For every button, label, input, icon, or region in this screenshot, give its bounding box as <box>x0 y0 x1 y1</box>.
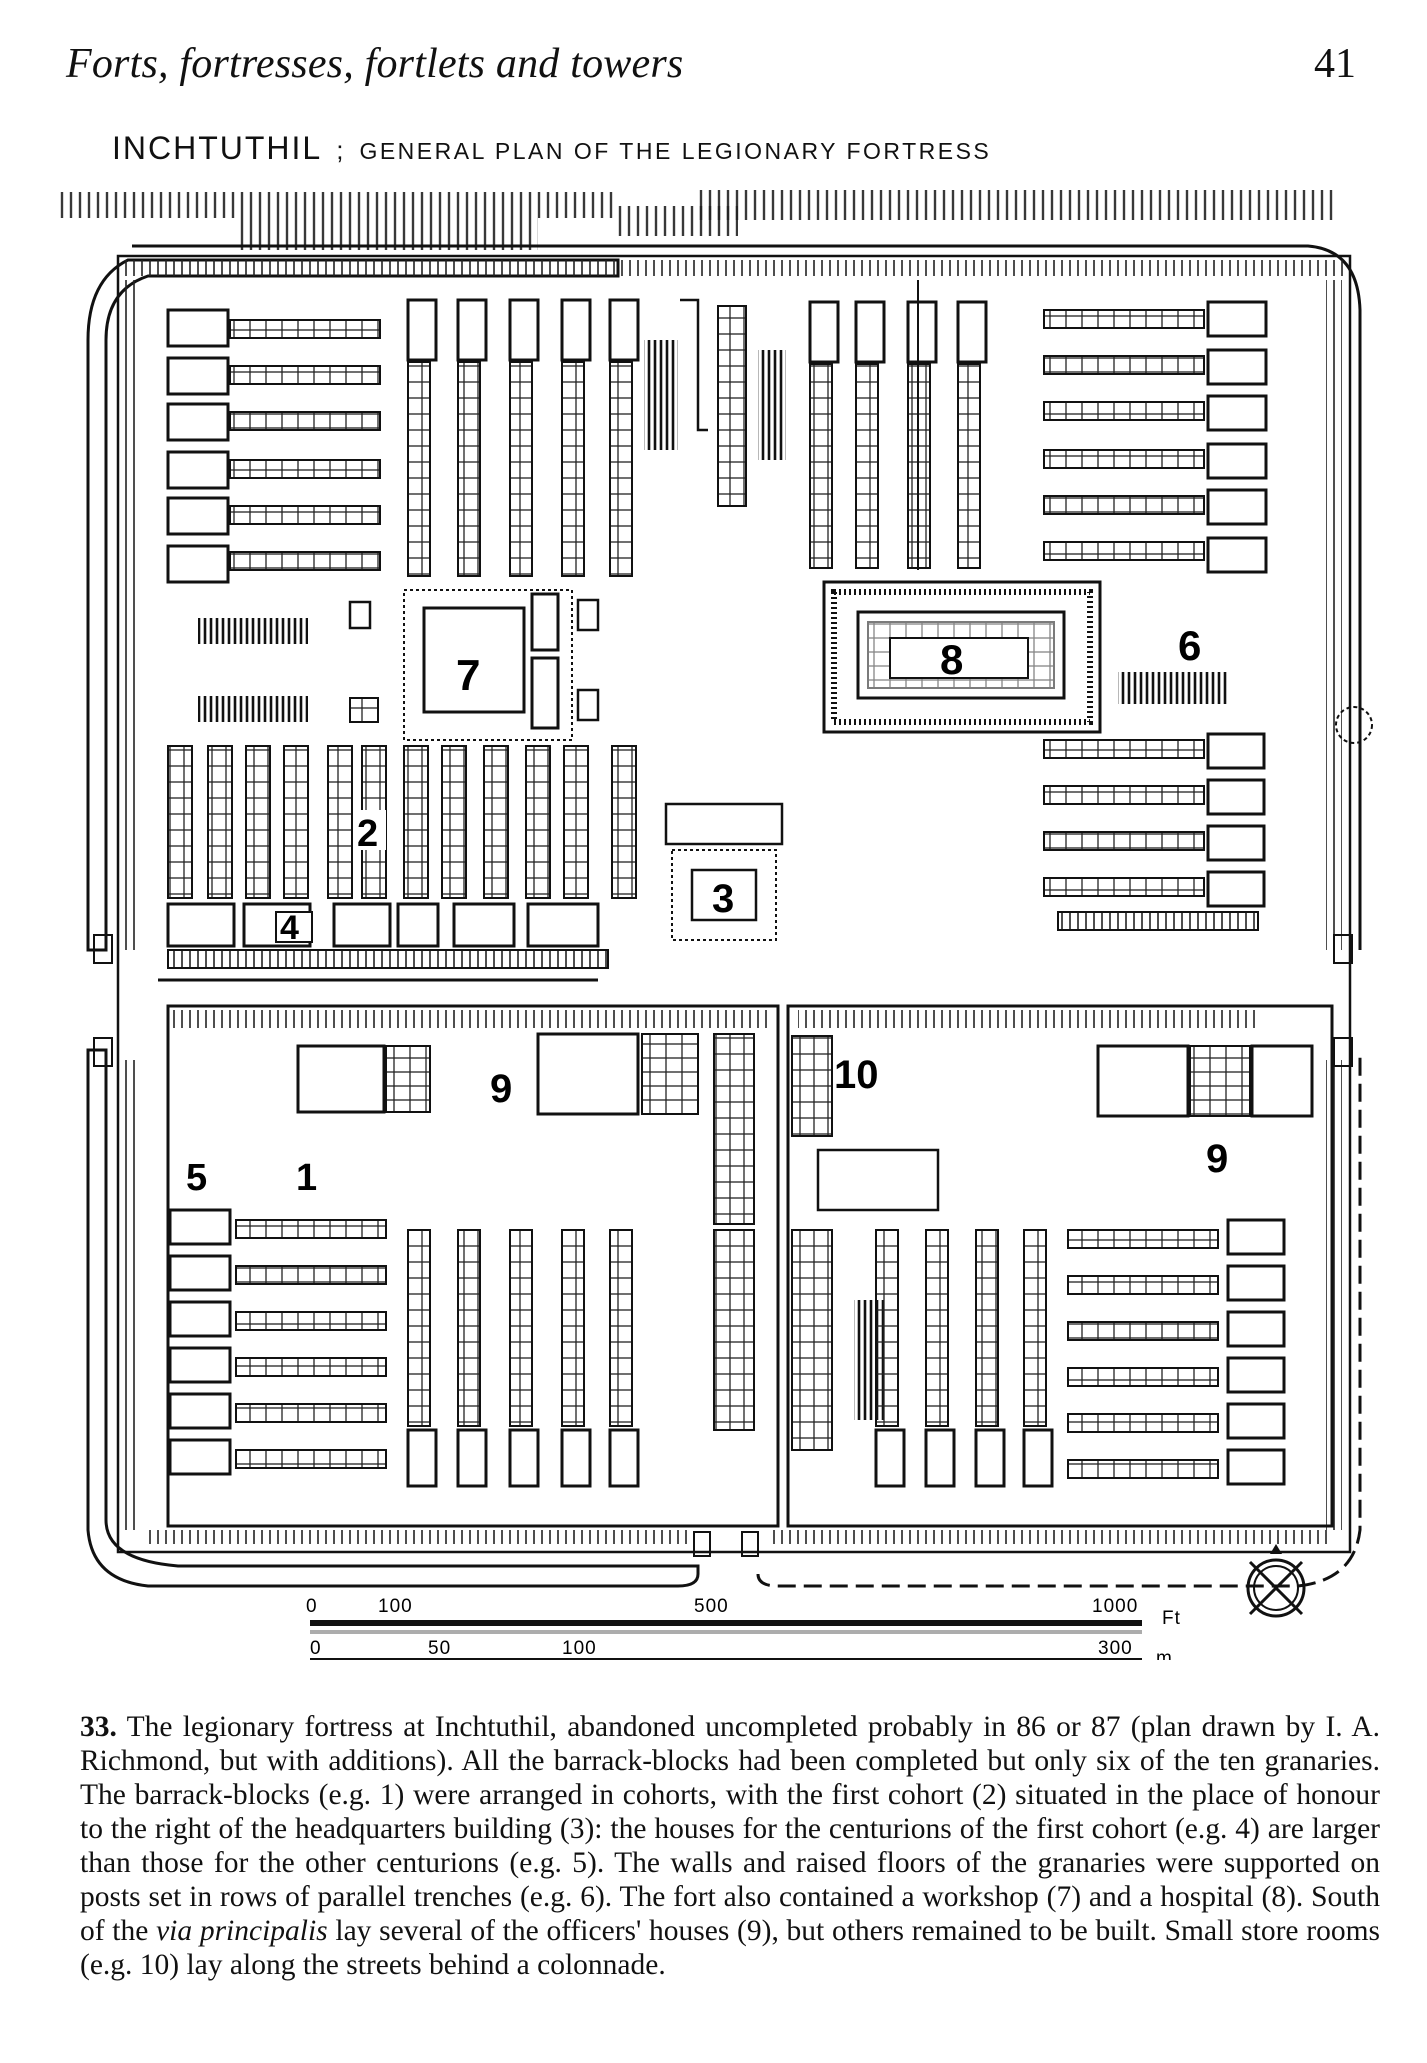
southeast-quarter: 10 9 <box>786 1004 1334 1528</box>
caption-text-2: lay several of the officers' houses (9),… <box>80 1914 1380 1981</box>
label-officers-house-east: 9 <box>1206 1137 1228 1181</box>
caption-text-1: The legionary fortress at Inchtuthil, ab… <box>80 1710 1380 1947</box>
scale-feet-0: 0 <box>306 1596 318 1617</box>
defence-rampart <box>58 190 1373 1588</box>
barracks-east-central <box>1043 732 1266 931</box>
scale-feet-1000: 1000 <box>1092 1596 1138 1617</box>
figure-caption: 33. The legionary fortress at Inchtuthil… <box>80 1710 1380 1982</box>
headquarters: 3 <box>664 802 784 941</box>
fortress-plan: 7 8 6 2 4 <box>58 190 1373 1660</box>
page-number: 41 <box>1314 41 1356 87</box>
label-store-rooms: 10 <box>834 1053 879 1097</box>
barracks-northeast <box>1043 300 1268 574</box>
scale-bar: 0 100 500 1000 Ft 0 50 100 300 m <box>306 1596 1181 1660</box>
label-workshop: 7 <box>456 651 480 700</box>
label-first-cohort-centurion-house: 4 <box>280 909 299 947</box>
label-granary-trenches: 6 <box>1178 622 1201 669</box>
label-headquarters: 3 <box>712 877 734 921</box>
figure-title-main: INCHTUTHIL <box>112 130 323 166</box>
scale-feet-unit: Ft <box>1162 1608 1181 1629</box>
hospital: 8 <box>822 580 1102 734</box>
barracks-north-east-central <box>808 280 988 570</box>
label-first-cohort: 2 <box>357 813 378 855</box>
figure-title-sub: GENERAL PLAN OF THE LEGIONARY FORTRESS <box>359 138 992 164</box>
granary-trenches: 6 <box>1118 622 1228 704</box>
scale-metres-100: 100 <box>562 1638 597 1659</box>
barracks-northwest <box>166 308 381 584</box>
label-hospital: 8 <box>940 636 963 683</box>
label-officers-house-west: 9 <box>490 1067 512 1111</box>
caption-italic-term: via principalis <box>156 1914 328 1947</box>
scale-metres-0: 0 <box>310 1638 322 1659</box>
running-head: Forts, fortresses, fortlets and towers 4… <box>66 40 1356 100</box>
figure-title: INCHTUTHIL; GENERAL PLAN OF THE LEGIONARY… <box>112 130 1262 167</box>
scale-metres-50: 50 <box>428 1638 451 1659</box>
figure-title-separator: ; <box>336 135 346 165</box>
barracks-north-central <box>406 298 786 577</box>
barracks-first-cohort: 2 4 <box>166 745 637 969</box>
label-centurion-house: 5 <box>186 1157 207 1199</box>
southwest-quarter: 9 5 1 <box>166 1004 780 1528</box>
running-title: Forts, fortresses, fortlets and towers <box>66 41 684 87</box>
scale-feet-500: 500 <box>694 1596 729 1617</box>
scale-feet-100: 100 <box>378 1596 413 1617</box>
compass-rose-icon <box>1246 1544 1306 1618</box>
workshop: 7 <box>198 589 600 741</box>
label-barrack-block: 1 <box>296 1157 317 1199</box>
scale-metres-unit: m <box>1156 1648 1173 1660</box>
caption-figure-number: 33. <box>80 1710 117 1743</box>
scale-metres-300: 300 <box>1098 1638 1133 1659</box>
